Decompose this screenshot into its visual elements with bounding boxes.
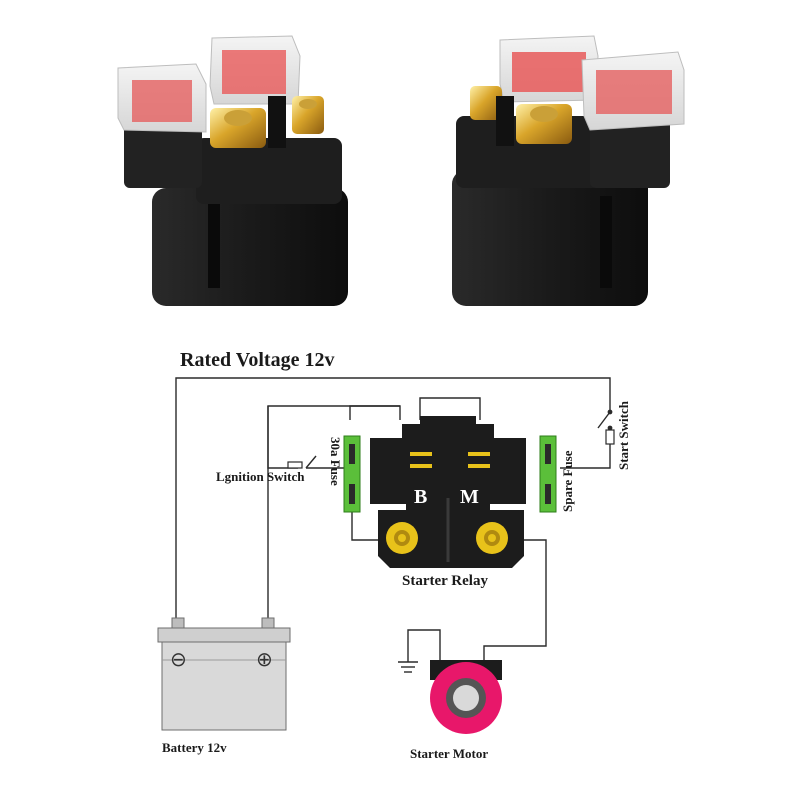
spare-fuse-label: Spare Fuse — [560, 450, 575, 512]
relay-photo-left — [117, 35, 348, 306]
relay-photo-right — [452, 35, 685, 306]
battery — [157, 617, 291, 731]
battery-plus-icon: ⊕ — [256, 647, 273, 671]
battery-minus-icon: ⊖ — [170, 647, 187, 671]
terminal-b-label: B — [414, 486, 427, 508]
diagram-title: Rated Voltage 12v — [180, 349, 334, 371]
starter-relay-label: Starter Relay — [402, 573, 488, 589]
wiring — [175, 377, 611, 673]
battery-label: Battery 12v — [162, 740, 227, 755]
starter-relay-symbol — [370, 416, 526, 568]
start-switch-label: Start Switch — [616, 400, 631, 470]
fuse-30a-label: 30a Fuse — [328, 437, 343, 486]
fuse-30a — [343, 435, 361, 513]
spare-fuse — [539, 435, 557, 513]
start-switch — [597, 409, 615, 445]
starter-motor-label: Starter Motor — [410, 746, 488, 761]
ignition-switch — [287, 455, 317, 469]
ignition-switch-label: Lgnition Switch — [216, 469, 305, 484]
terminal-m-label: M — [460, 486, 479, 508]
starter-motor — [430, 660, 502, 734]
